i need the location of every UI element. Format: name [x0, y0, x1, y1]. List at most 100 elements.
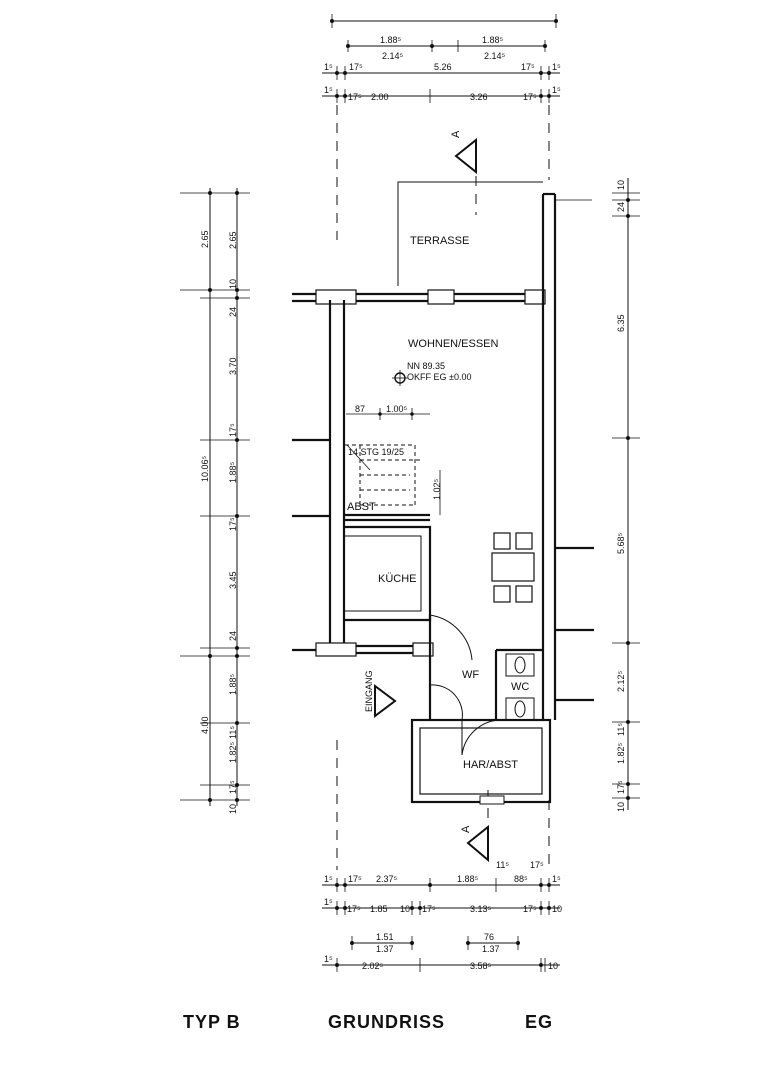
dim-bot-3c: 76 [484, 932, 494, 942]
dim-bot-3b: 1.37 [376, 944, 394, 954]
room-har: HAR/ABST [463, 759, 518, 771]
section-label-bottom: A [460, 825, 472, 833]
level-nn: NN 89.35 [407, 361, 445, 371]
bottom-dimensions: 1⁵ 17⁵ 2.37⁵ 1.88⁵ 11⁵ 88⁵ 17⁵ 1⁵ 1⁵ 17⁵… [322, 860, 562, 972]
dim-right-8: 17⁵ [616, 780, 626, 794]
dim-bot-3d: 1.37 [482, 944, 500, 954]
dim-bot-2b: 17⁵ [347, 904, 361, 914]
dim-top-1c: 2.14⁵ [382, 51, 404, 61]
room-abst: ABST [347, 501, 376, 513]
dining-table [491, 532, 535, 603]
dim-right-1: 10 [616, 180, 626, 190]
dim-left-outer-3: 4.00 [200, 716, 210, 734]
dim-top-2b: 17⁵ [349, 62, 363, 72]
dim-102: 1.02⁵ [432, 478, 442, 500]
grid-axes [336, 105, 550, 870]
dim-left-11: 11⁵ [228, 726, 238, 739]
dim-top-3c: 2.00 [371, 92, 389, 102]
room-terrasse: TERRASSE [410, 235, 469, 247]
dim-top-2d: 17⁵ [521, 62, 535, 72]
dim-top-3a: 1⁵ [324, 85, 333, 95]
wc-fixtures [505, 653, 535, 721]
dim-left-outer-1: 2.65 [200, 230, 210, 248]
dim-top-2e: 1⁵ [552, 62, 561, 72]
dim-left-5: 17⁵ [228, 423, 238, 437]
dim-left-12: 1.82⁵ [228, 741, 238, 763]
dim-bot-2c: 1.85 [370, 904, 388, 914]
dim-right-2: 24 [616, 202, 626, 212]
dim-left-3: 24 [228, 307, 238, 317]
dim-bot-1b: 17⁵ [348, 874, 362, 884]
dim-bot-1c: 2.37⁵ [376, 874, 398, 884]
dim-top-3f: 1⁵ [552, 85, 561, 95]
dim-left-2: 10 [228, 279, 238, 289]
title-block: TYP B GRUNDRISS EG [183, 1012, 553, 1032]
room-wc: WC [511, 681, 529, 693]
dim-bot-1e: 11⁵ [496, 860, 509, 870]
dim-left-7: 17⁵ [228, 517, 238, 531]
dim-left-outer-2: 10.06⁵ [200, 455, 210, 482]
room-wf: WF [462, 669, 479, 681]
dim-bot-4c: 3.58⁵ [470, 961, 492, 971]
dim-bot-2f: 3.13⁵ [470, 904, 492, 914]
room-kueche: KÜCHE [378, 573, 417, 585]
dim-left-4: 3.70 [228, 357, 238, 375]
dim-left-10: 1.88⁵ [228, 673, 238, 695]
entrance-label: EINGANG [364, 670, 374, 712]
dim-top-2a: 1⁵ [324, 62, 333, 72]
dim-bot-3a: 1.51 [376, 932, 394, 942]
entry-arrow [374, 684, 397, 718]
dim-bot-2g: 17⁵ [523, 904, 537, 914]
level-mark [392, 370, 408, 386]
dim-bot-4d: 10 [548, 961, 558, 971]
dim-right-4: 5.68⁵ [616, 532, 626, 554]
dim-left-9: 24 [228, 631, 238, 641]
stair: 87 1.00⁵ 1.02⁵ [345, 404, 442, 515]
dim-bot-4a: 1⁵ [324, 954, 333, 964]
dim-left-8: 3.45 [228, 571, 238, 589]
room-wohnen: WOHNEN/ESSEN [408, 338, 499, 350]
dim-bot-4b: 2.02⁵ [362, 961, 384, 971]
footer-typ: TYP B [183, 1012, 241, 1032]
room-labels: WOHNEN/ESSEN NN 89.35 OKFF EG ±0.00 14 S… [347, 338, 529, 771]
dim-top-2c: 5.26 [434, 62, 452, 72]
dim-top-1b: 1.88⁵ [482, 35, 504, 45]
section-marker-bottom: A [460, 824, 489, 863]
dim-top-1d: 2.14⁵ [484, 51, 506, 61]
right-dimensions: 10 24 6.35 5.68⁵ 2.12⁵ 11⁵ 1.82⁵ 17⁵ 10 [612, 178, 640, 812]
dim-right-7: 1.82⁵ [616, 742, 626, 764]
footer-level: EG [525, 1012, 553, 1032]
dim-top-1a: 1.88⁵ [380, 35, 402, 45]
dim-right-3: 6.35 [616, 314, 626, 332]
dim-bot-1f: 88⁵ [514, 874, 528, 884]
level-okff: OKFF EG ±0.00 [407, 372, 471, 382]
dim-bot-2h: 10 [552, 904, 562, 914]
section-marker-top: A [450, 130, 477, 175]
top-dimensions: 1.88⁵ 1.88⁵ 2.14⁵ 2.14⁵ 1⁵ 17⁵ 5.26 17⁵ … [322, 14, 561, 103]
dim-100: 1.00⁵ [386, 404, 408, 414]
left-dimensions: 2.65 10.06⁵ 4.00 2.65 10 24 3.70 17⁵ 1.8… [180, 188, 250, 814]
section-label-top: A [450, 130, 462, 138]
dim-top-3d: 3.26 [470, 92, 488, 102]
dim-left-14: 10 [228, 804, 238, 814]
dim-left-6: 1.88⁵ [228, 461, 238, 483]
dim-right-6: 11⁵ [616, 723, 626, 736]
dim-left-13: 17⁵ [228, 780, 238, 794]
dim-left-1: 2.65 [228, 231, 238, 249]
dim-bot-1a: 1⁵ [324, 874, 333, 884]
dim-bot-1g: 17⁵ [530, 860, 544, 870]
dim-bot-2a: 1⁵ [324, 897, 333, 907]
doors [429, 614, 501, 756]
footer-title: GRUNDRISS [328, 1012, 445, 1032]
dim-87: 87 [355, 404, 365, 414]
dim-top-3e: 17⁵ [523, 92, 537, 102]
terrace: TERRASSE [397, 181, 543, 286]
dim-right-5: 2.12⁵ [616, 670, 626, 692]
stair-label: 14 STG 19/25 [348, 447, 404, 457]
dim-bot-1d: 1.88⁵ [457, 874, 479, 884]
dim-bot-1h: 1⁵ [552, 874, 561, 884]
walls [292, 192, 594, 805]
dim-bot-2e: 17⁵ [422, 904, 436, 914]
dim-right-9: 10 [616, 802, 626, 812]
